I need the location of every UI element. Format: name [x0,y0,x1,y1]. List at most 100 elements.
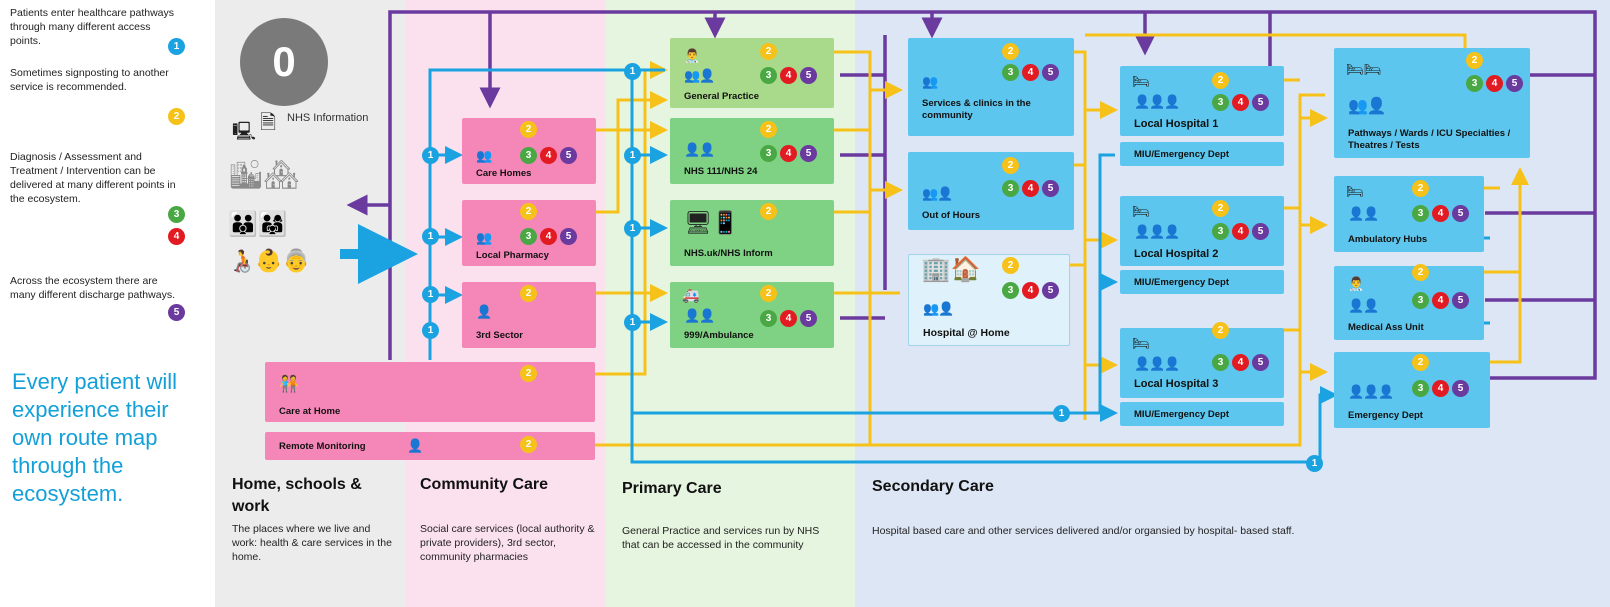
treatment-badge: 4 [1432,292,1449,309]
signpost-badge: 2 [760,43,777,60]
signpost-badge: 2 [520,121,537,138]
miu-1-box[interactable]: MIU/Emergency Dept [1120,142,1284,166]
staff-icon: 👥👤 [922,186,953,201]
signpost-badge: 2 [760,285,777,302]
hospital-bed-icon: 🛏 [1132,203,1150,219]
people-icon: 🧑‍🦽👶👵 [228,248,311,273]
miu-2-label: MIU/Emergency Dept [1134,277,1230,288]
signpost-badge: 2 [520,203,537,220]
diagnosis-badge: 3 [520,228,537,245]
signpost-badge: 2 [520,436,537,453]
discharge-badge: 5 [1452,205,1469,222]
paramedic-icon: 👤👤 [684,308,715,323]
people-icon: 👥 [476,148,492,163]
access-badge: 1 [422,322,439,339]
local-hospital-1-label: Local Hospital 1 [1134,118,1219,130]
emergency-label: Emergency Dept [1348,410,1423,421]
signpost-badge: 2 [1212,72,1229,89]
services-community-label: Services & clinics in the community [922,98,1031,121]
hospital-bed-icon: 🛏 [1132,73,1150,89]
local-hospital-3-label: Local Hospital 3 [1134,378,1219,390]
signpost-badge: 2 [1212,322,1229,339]
diagnosis-badge: 3 [1212,94,1229,111]
signpost-badge: 2 [1002,157,1019,174]
hospital-home-label: Hospital @ Home [923,327,1010,339]
house-icon: 🏢🏠 [921,256,981,283]
treatment-badge: 4 [1432,205,1449,222]
legend-signpost: Sometimes signposting to another service… [10,67,169,93]
general-practice-box[interactable]: 👨‍⚕️ 👥👤 General Practice [670,38,834,108]
access-badge: 1 [422,147,439,164]
treatment-badge: 4 [1022,64,1039,81]
legend-discharge-badge: 5 [168,304,185,321]
devices-icon: 🖥📱 [684,210,740,235]
diagnosis-badge: 3 [760,67,777,84]
local-pharmacy-label: Local Pharmacy [476,250,549,261]
staff-icon: 👤👤👤 [1134,94,1181,109]
diagnosis-badge: 3 [1412,205,1429,222]
medical-ass-box[interactable]: 👨‍⚕️ 👤👤 Medical Ass Unit [1334,266,1484,340]
primary-title: Primary Care [622,480,722,497]
diagnosis-badge: 3 [760,145,777,162]
care-homes-label: Care Homes [476,168,532,179]
discharge-badge: 5 [1252,354,1269,371]
legend-access: Patients enter healthcare pathways throu… [10,7,175,47]
nhs-uk-box[interactable]: 🖥📱 NHS.uk/NHS Inform [670,200,834,266]
legend-diagnosis-badge: 3 [168,206,185,223]
access-badge: 1 [422,286,439,303]
diagnosis-badge: 3 [1002,64,1019,81]
buildings-icon: 🏙🏘 [228,159,300,190]
services-community-box[interactable]: 👥 Services & clinics in the community [908,38,1074,136]
miu-3-label: MIU/Emergency Dept [1134,409,1230,420]
signpost-badge: 2 [1002,43,1019,60]
family-icon: 👪👨‍👩‍👧 [228,211,288,238]
home-zone [215,0,405,607]
hospital-beds-icon: 🛏🛏 [1346,61,1382,77]
discharge-badge: 5 [560,147,577,164]
treatment-badge: 4 [540,228,557,245]
computer-icon: 🖳 [232,121,257,141]
treatment-badge: 4 [780,67,797,84]
discharge-badge: 5 [1252,223,1269,240]
signpost-badge: 2 [760,203,777,220]
community-title: Community Care [420,476,549,493]
discharge-badge: 5 [800,310,817,327]
access-badge: 1 [422,228,439,245]
diagnosis-badge: 3 [1412,380,1429,397]
remote-monitoring-box[interactable]: Remote Monitoring 👤 [265,432,595,460]
access-badge: 1 [624,147,641,164]
miu-1-label: MIU/Emergency Dept [1134,149,1230,160]
medical-ass-label: Medical Ass Unit [1348,322,1424,333]
diagnosis-badge: 3 [1002,282,1019,299]
clinicians-icon: 👥 [922,74,938,89]
diagnosis-badge: 3 [1212,223,1229,240]
discharge-badge: 5 [1042,180,1059,197]
legend-discharge: Across the ecosystem there are many diff… [10,275,175,301]
miu-2-box[interactable]: MIU/Emergency Dept [1120,270,1284,294]
patients-icon: 👥👤 [684,68,715,83]
signpost-badge: 2 [1412,264,1429,281]
remote-monitoring-label: Remote Monitoring [279,441,366,452]
signpost-badge: 2 [1466,52,1483,69]
access-badge: 1 [624,63,641,80]
signpost-badge: 2 [760,121,777,138]
general-practice-label: General Practice [684,91,759,102]
diagnosis-badge: 3 [1466,75,1483,92]
person-icon: 👤 [476,304,492,319]
hospital-home-box[interactable]: 🏢🏠 👥👤 Hospital @ Home [908,254,1070,346]
signpost-badge: 2 [520,285,537,302]
ambulatory-label: Ambulatory Hubs [1348,234,1428,245]
care-at-home-box[interactable]: 🧑‍🤝‍🧑 Care at Home [265,362,595,422]
treatment-badge: 4 [1486,75,1503,92]
home-title: Home, schools & work [232,476,362,515]
hospital-bed-icon: 🛏 [1132,335,1150,351]
user-icon: 👤 [407,438,423,453]
nhs-uk-label: NHS.uk/NHS Inform [684,248,773,259]
pathways-label: Pathways / Wards / ICU Specialties / The… [1348,128,1511,151]
pathways-box[interactable]: 🛏🛏 👥👤 Pathways / Wards / ICU Specialties… [1334,48,1530,158]
discharge-badge: 5 [800,145,817,162]
miu-3-box[interactable]: MIU/Emergency Dept [1120,402,1284,426]
local-hospital-2-label: Local Hospital 2 [1134,248,1219,260]
care-team-icon: 👥👤 [923,301,954,316]
zero-badge: 0 [240,18,328,106]
